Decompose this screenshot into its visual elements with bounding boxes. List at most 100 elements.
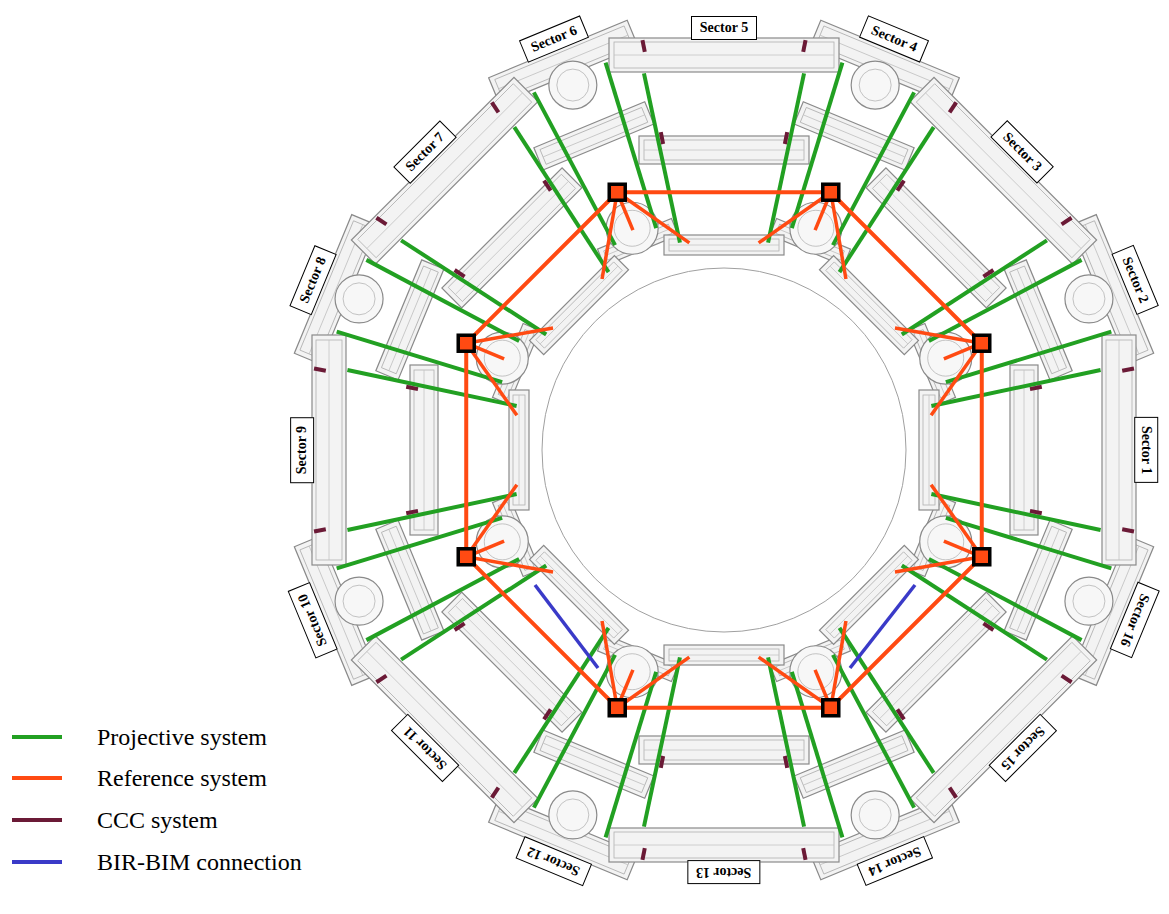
- projective-line: [929, 559, 1082, 640]
- ccc-mark: [376, 676, 386, 683]
- chamber-drawing: [294, 20, 1153, 879]
- legend-swatches: [12, 737, 62, 862]
- projective-line: [833, 92, 914, 245]
- reference-link: [466, 485, 517, 557]
- ccc-mark: [314, 368, 326, 370]
- projective-line: [768, 73, 804, 242]
- projective-line: [644, 657, 680, 826]
- ccc-mark: [803, 40, 805, 52]
- toroid-coil: [1065, 577, 1113, 625]
- sector-label: Sector 1: [1139, 426, 1154, 474]
- ccc-mark: [950, 102, 957, 112]
- ccc-mark: [642, 40, 644, 52]
- ccc-mark: [1122, 368, 1134, 370]
- legend-swatch: [12, 818, 62, 822]
- reference-platform: [823, 700, 839, 716]
- reference-platform: [609, 184, 625, 200]
- projective-line: [931, 370, 1100, 406]
- toroid-coil: [549, 791, 597, 839]
- toroid-coil: [549, 61, 597, 109]
- projective-line: [768, 657, 804, 826]
- legend-label: BIR-BIM connection: [97, 847, 302, 877]
- reference-system: [458, 184, 990, 716]
- sector-label-box: Sector 13: [687, 860, 760, 884]
- ccc-mark: [492, 788, 499, 798]
- ccc-mark: [983, 270, 993, 277]
- toroid-coil: [335, 275, 383, 323]
- muon-chamber: [609, 828, 839, 862]
- sector-label-box: Sector 9: [290, 417, 314, 483]
- toroid-coil-inner: [859, 799, 891, 831]
- bir-bim-line: [535, 585, 598, 668]
- muon-chamber: [442, 592, 582, 732]
- ccc-mark: [897, 709, 904, 719]
- ccc-mark: [1030, 387, 1042, 389]
- sector-label-box: Sector 1: [1134, 417, 1158, 483]
- reference-link: [759, 192, 831, 243]
- reference-link: [895, 328, 982, 343]
- projective-line: [931, 494, 1100, 530]
- ccc-mark: [492, 102, 499, 112]
- projective-line: [644, 73, 680, 242]
- toroid-coil: [335, 577, 383, 625]
- sector-label: Sector 9: [294, 426, 309, 474]
- ccc-mark: [1062, 676, 1072, 683]
- toroid-coil: [851, 61, 899, 109]
- reference-platform: [823, 184, 839, 200]
- legend-swatch: [12, 776, 62, 780]
- reference-platform: [974, 549, 990, 565]
- ccc-mark: [661, 132, 663, 144]
- reference-link: [617, 657, 689, 708]
- toroid-coil: [1065, 275, 1113, 323]
- ccc-mark: [785, 756, 787, 768]
- ccc-mark: [376, 218, 386, 225]
- reference-link: [831, 621, 846, 708]
- muon-chamber: [866, 168, 1006, 308]
- reference-platform: [974, 335, 990, 351]
- muon-chamber: [609, 38, 839, 72]
- projective-lines: [337, 63, 1112, 838]
- muon-chamber: [1102, 335, 1136, 565]
- sector-label: Sector 5: [700, 20, 748, 35]
- toroid-coil-inner: [1073, 585, 1105, 617]
- toroid-coil-inner: [343, 585, 375, 617]
- ccc-mark: [983, 623, 993, 630]
- legend-swatch: [12, 735, 62, 739]
- toroid-coil-inner: [859, 69, 891, 101]
- muon-chamber: [639, 736, 809, 764]
- ccc-mark: [406, 387, 418, 389]
- reference-platform: [458, 335, 474, 351]
- ccc-mark: [544, 181, 551, 191]
- muon-chamber: [312, 335, 346, 565]
- ccc-mark: [1122, 529, 1134, 531]
- reference-link: [759, 657, 831, 708]
- reference-link: [895, 557, 982, 572]
- ccc-mark: [314, 529, 326, 531]
- projective-line: [366, 260, 519, 341]
- ccc-mark: [661, 756, 663, 768]
- ccc-mark: [406, 511, 418, 513]
- ccc-mark: [950, 788, 957, 798]
- projective-line: [534, 655, 615, 808]
- reference-platform: [609, 700, 625, 716]
- reference-link: [831, 192, 846, 279]
- reference-link: [931, 485, 982, 557]
- muon-chamber: [442, 168, 582, 308]
- reference-link: [931, 343, 982, 415]
- toroid-coil-inner: [343, 283, 375, 315]
- projective-line: [347, 370, 516, 406]
- ccc-mark: [1062, 218, 1072, 225]
- sector-label-box: Sector 5: [691, 16, 757, 40]
- legend-label: Projective system: [97, 722, 267, 752]
- projective-line: [347, 494, 516, 530]
- ccc-mark: [785, 132, 787, 144]
- reference-link: [602, 192, 617, 279]
- reference-link: [466, 343, 517, 415]
- bir-bim-line: [850, 585, 915, 668]
- ccc-mark: [455, 623, 465, 630]
- reference-link: [602, 621, 617, 708]
- ccc-mark: [897, 181, 904, 191]
- reference-link: [617, 192, 689, 243]
- muon-chamber: [410, 365, 438, 535]
- toroid-coil: [851, 791, 899, 839]
